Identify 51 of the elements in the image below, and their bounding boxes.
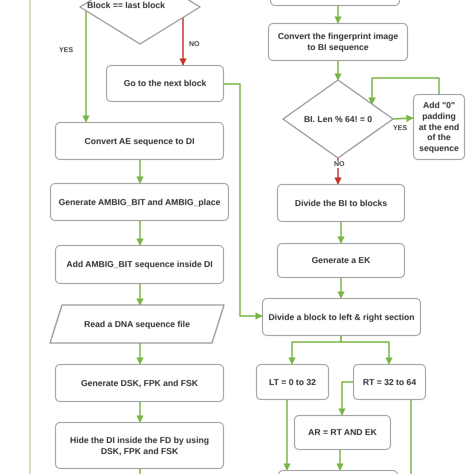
process-box [294, 415, 391, 450]
arrow [337, 222, 345, 244]
box-label: AR = RT AND EK [307, 427, 378, 438]
arrow [392, 114, 414, 122]
box-label: Divide a block to left & right section [267, 312, 416, 322]
process-box [353, 364, 426, 400]
box-label: BI. Len % 64! = 0 [302, 114, 374, 124]
arrow [136, 284, 144, 306]
process-box [268, 23, 408, 61]
box-label: Read a DNA sequence file [83, 318, 191, 330]
decision-diamond [283, 80, 393, 158]
arrow [338, 381, 353, 416]
process-box [106, 65, 224, 102]
process-box [413, 94, 465, 160]
arrow [334, 61, 342, 81]
box-label: Divide the BI to blocks [294, 198, 388, 208]
arrow [179, 17, 187, 66]
process-box [55, 245, 224, 284]
box-label: Go to the next block [122, 78, 208, 89]
arrow [136, 402, 144, 423]
process-box [55, 122, 224, 160]
box-label: Generate a EK [310, 255, 372, 266]
arrow [337, 278, 345, 299]
box-label: Block == last block [86, 0, 166, 11]
input-parallelogram [50, 305, 224, 343]
arrow [283, 400, 291, 471]
arrow [136, 343, 144, 365]
box-label: Convert the fingerprint image to BI sequence [276, 31, 400, 53]
arrow [336, 450, 344, 471]
arrow [82, 10, 90, 123]
arrow [368, 77, 440, 105]
box-label: Generate AMBIG_BIT and AMBIG_place [58, 196, 222, 208]
box-label: Add AMBIG_BIT sequence inside DI [65, 259, 214, 270]
box-label: Hide the DI inside the FD by using DSK, FPK and FSK [69, 434, 210, 456]
arrow [136, 221, 144, 246]
box-label: LT = 0 to 32 [268, 376, 317, 388]
arrow [334, 6, 342, 24]
box-label: Convert AE sequence to DI [84, 136, 196, 146]
box-label: RT = 32 to 64 [362, 376, 418, 388]
arrow [340, 336, 393, 365]
process-box [277, 243, 405, 278]
arrow [224, 83, 263, 320]
process-box [55, 422, 224, 469]
process-box [55, 364, 224, 402]
process-box [256, 364, 329, 400]
arrow [136, 160, 144, 184]
process-box [277, 184, 405, 222]
process-box [262, 298, 421, 336]
process-box [50, 183, 229, 221]
box-label: Add "0" padding at the end of the sequence [418, 100, 460, 154]
box-label: Generate DSK, FPK and FSK [80, 378, 199, 388]
